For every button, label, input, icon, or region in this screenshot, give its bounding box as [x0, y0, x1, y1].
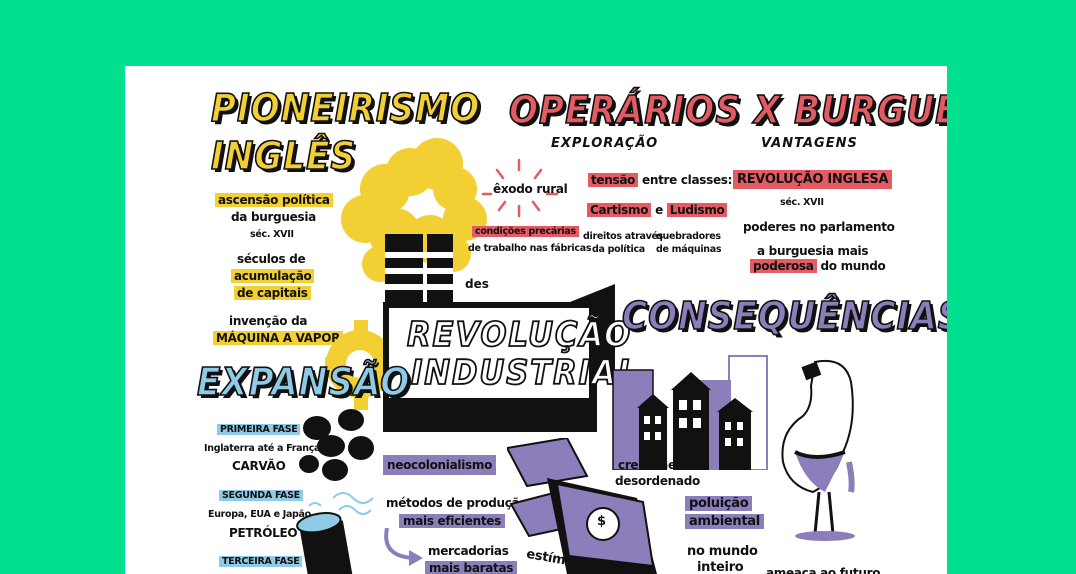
operarios-title: OPERÁRIOS X BURGUESES: [508, 87, 947, 133]
seculos-label: séculos de: [237, 252, 306, 266]
ascensao-label: ascensão política: [215, 193, 333, 207]
fase2-label: SEGUNDA FASE: [219, 490, 303, 501]
exodo-label: êxodo rural: [493, 182, 568, 196]
coal-and-barrel-illustration: [296, 409, 374, 574]
neocolonialismo-label: neocolonialismo: [383, 455, 497, 475]
fase1-place: Inglaterra até a França: [204, 443, 321, 454]
capitais-label: de capitais: [234, 286, 311, 300]
city-illustration: [612, 355, 768, 470]
trabalho-label: de trabalho nas fábricas: [468, 243, 592, 254]
pioneirismo-title-line2: INGLÊS: [210, 133, 357, 179]
fase3-label: TERCEIRA FASE: [219, 556, 303, 567]
logo-part2: complica: [493, 277, 554, 291]
center-title-line1: REVOLUÇÃO: [406, 315, 633, 355]
quebradores-line1: quebradores: [656, 231, 721, 242]
poderes-label: poderes no parlamento: [743, 220, 895, 234]
fase1-source: CARVÃO: [232, 459, 286, 473]
poluicao-line2: ambiental: [685, 514, 764, 529]
descomplica-logo: des complica: [462, 276, 554, 292]
burguesia-mais-label: a burguesia mais: [757, 244, 869, 258]
revolucao-inglesa-label: REVOLUÇÃO INGLESA: [733, 170, 893, 189]
fase2-place: Europa, EUA e Japão: [208, 509, 311, 520]
burguesia-label: da burguesia: [231, 210, 316, 224]
bird-illustration: [781, 360, 855, 541]
quebradores-line2: de máquinas: [656, 244, 722, 255]
oil-splash-icon: [308, 492, 374, 515]
center-sign-inner: [389, 308, 589, 398]
fase2-source: PETRÓLEO: [229, 526, 298, 540]
sec-note: séc. XVII: [250, 229, 294, 240]
can-icon: [801, 361, 822, 381]
center-title-line2: INDUSTRIAL: [410, 353, 640, 393]
baratas-label: mais baratas: [425, 561, 518, 574]
money-illustration: [507, 438, 657, 574]
condicoes-label: condições precárias: [472, 226, 579, 237]
poluicao-line1: poluição: [685, 496, 753, 511]
fase1-label: PRIMEIRA FASE: [217, 424, 301, 435]
consequencias-title: CONSEQUÊNCIAS: [621, 293, 947, 339]
eficientes-label: mais eficientes: [399, 514, 505, 528]
direitos-line1: direitos através: [583, 231, 664, 242]
exploracao-heading: EXPLORAÇÃO: [551, 136, 659, 151]
mercadorias-label: mercadorias: [428, 544, 509, 558]
logo-part1: des: [462, 276, 492, 292]
crescimento-line1: crescimento: [618, 458, 698, 472]
expansao-title: EXPANSÃO: [196, 359, 411, 405]
vantagens-heading: VANTAGENS: [761, 136, 858, 151]
direitos-line2: da política: [592, 244, 645, 255]
coal-icon: [299, 409, 374, 481]
acumulacao-label: acumulação: [231, 269, 315, 283]
dollar-sign: $: [597, 514, 606, 529]
mundo-line1: no mundo: [687, 544, 758, 559]
metodos-label: métodos de produção: [386, 496, 528, 510]
invencao-label: invenção da: [229, 314, 308, 328]
tensao-line: tensão entre classes:: [588, 173, 732, 187]
maquina-vapor-label: MÁQUINA A VAPOR: [213, 331, 344, 345]
vantagens-sec-note: séc. XVII: [780, 197, 824, 208]
mundo-line2: inteiro: [697, 560, 744, 574]
movimentos-line: Cartismo e Ludismo: [587, 203, 728, 217]
crescimento-line2: desordenado: [615, 474, 700, 488]
ameaca-label: ameaça ao futuro: [766, 566, 881, 574]
burst-rays: [481, 158, 559, 218]
pioneirismo-title-line1: PIONEIRISMO: [210, 85, 481, 131]
infographic-card: PIONEIRISMO INGLÊS ascensão política da …: [125, 66, 947, 574]
poderosa-line: poderosa do mundo: [750, 259, 886, 273]
building-icon: [637, 372, 753, 470]
barrel-icon: [296, 512, 354, 574]
arrow-icon: [384, 528, 423, 566]
